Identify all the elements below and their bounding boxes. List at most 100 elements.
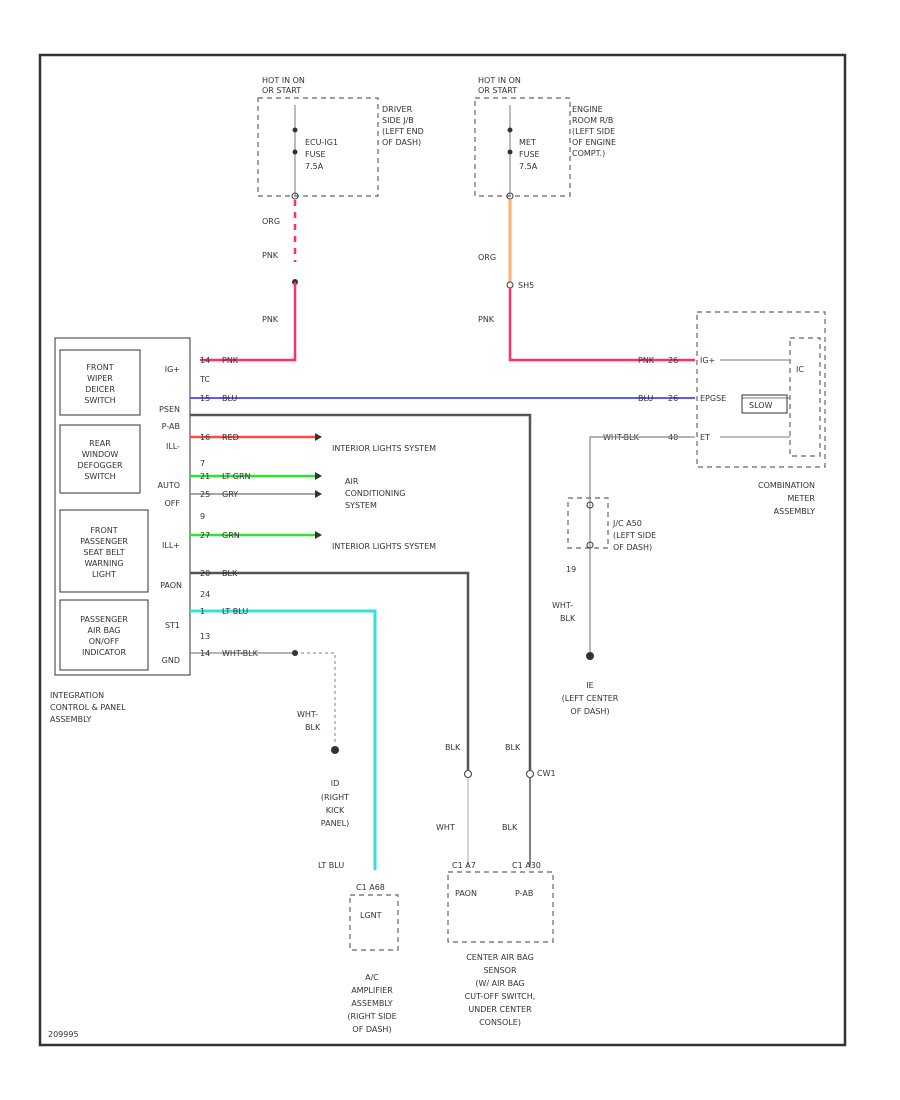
fuse-1-bottom-terminal [292,149,298,155]
circuit-whtblk-pin: 14 [200,649,210,658]
pin-num-paon: 24 [200,590,210,599]
icp-switch-front-wiper [59,349,141,416]
meter-wire-color-1: PNK [638,356,655,365]
diagram-id: 209995 [48,1030,79,1039]
fuse-box-2: HOT IN ON OR START MET FUSE 7.5A ENGINE … [474,76,616,200]
junction-jc-name-2: (LEFT SIDE [613,531,656,540]
ground-id-name: ID [331,779,340,788]
fuse-2-top-terminal [507,127,513,133]
ac-amp-name-1: A/C [365,973,379,982]
icp-airbag-indicator [59,599,149,671]
dest-ac-3: SYSTEM [345,501,377,510]
icp-seatbelt-light [59,509,149,593]
icp-name-1: INTEGRATION [50,691,104,700]
ac-amp-name-5: OF DASH) [352,1025,391,1034]
meter-name-1: COMBINATION [758,481,815,490]
wire-right-label-2: PNK [478,315,495,324]
circuit-ltblu-pin: 1 [200,607,205,616]
airbag-name-6: CONSOLE) [479,1018,521,1027]
rear-defog-l3: DEFOGGER [77,461,123,470]
ground-ie-loc-2: OF DASH) [570,707,609,716]
blk-label-1: BLK [445,743,461,752]
pin-off: OFF [165,499,181,508]
airbag-conn-r: C1 A30 [512,861,541,870]
gnd-id-wire-2: BLK [305,723,321,732]
circuit-blu-color: BLU [222,394,238,403]
meter-slow-indicator [741,394,788,414]
fuse-2-name: MET [519,138,536,147]
right-feed-splice [506,281,514,289]
circuit-gry-pin: 25 [200,490,210,499]
ac-amp-name-2: AMPLIFIER [351,986,393,995]
icp-switch-rear-defogger [59,424,141,494]
circuit-red-pin: 16 [200,433,210,442]
airbag-ind-l1: PASSENGER [80,615,128,624]
pin-num-off: 9 [200,512,205,521]
fuse-1-rating: 7.5A [305,162,324,171]
combination-meter: IG+ EPGSE ET 26 26 40 PNK BLU WHT-BLK IC… [603,311,826,516]
pin-ill-plus: ILL+ [162,541,180,550]
meter-slow-label: SLOW [749,401,773,410]
fuse-2-rating: 7.5A [519,162,538,171]
airbag-name-2: SENSOR [483,966,516,975]
airbag-ind-l4: INDICATOR [82,648,126,657]
fuse-box-2-connector [506,192,514,200]
gnd-id-splice [292,650,298,656]
junction-jc-name-1: J/C A50 [612,519,642,528]
fuse-2-bottom-terminal [507,149,513,155]
dest-ac-1: AIR [345,477,359,486]
circuit-ltgrn-color: LT GRN [222,472,251,481]
fuse-box-2-outline [474,97,571,197]
circuit-pnk-color: PNK [222,356,239,365]
circuit-blu-pin: 15 [200,394,210,403]
dest-interior-1: INTERIOR LIGHTS SYSTEM [332,444,436,453]
arrow-ac-2 [315,490,322,498]
splice-cw1 [463,769,473,779]
wire-left-pnk [200,282,297,362]
meter-name-3: ASSEMBLY [774,507,815,516]
wire-blk-pab [190,413,532,770]
ac-amp-wire: LT BLU [318,861,344,870]
fuse-box-2-location-1: ENGINE [572,105,603,114]
wire-left-label-1: ORG [262,217,280,226]
fuse-box-1-connector [291,192,299,200]
fuse-box-2-location-2: ROOM R/B [572,116,613,125]
circuit-red-color: RED [222,433,239,442]
ground-ie-loc-1: (LEFT CENTER [562,694,619,703]
fuse-box-2-location-4: OF ENGINE [572,138,616,147]
fuse-box-1-location-4: OF DASH) [382,138,421,147]
airbag-pin-pab: P-AB [515,889,533,898]
blk-label-2: BLK [505,743,521,752]
ground-ie-name: IE [586,681,593,690]
integration-control-panel: FRONT WIPER DEICER SWITCH REAR WINDOW DE… [50,337,210,724]
airbag-ind-l3: ON/OFF [89,637,120,646]
wire-right-pnk [508,288,695,362]
front-wiper-l3: DEICER [85,385,115,394]
fuse-box-2-header-1: HOT IN ON [478,76,521,85]
ac-amp-name-4: (RIGHT SIDE [347,1012,396,1021]
meter-pin-epgse: EPGSE [700,394,726,403]
airbag-name-1: CENTER AIR BAG [466,953,534,962]
diagram-frame [38,53,847,1047]
pin-psen: PSEN [159,405,180,414]
junction-jc-pin: 19 [566,565,576,574]
fuse-box-2-location-5: COMPT.) [572,149,605,158]
ac-amp-connector: C1 A68 [356,883,385,892]
fuse-box-1-outline [257,97,379,197]
meter-ic-box [789,337,821,457]
pin-num-ill: 7 [200,459,205,468]
pin-ill-minus: ILL- [166,442,180,451]
front-wiper-l1: FRONT [86,363,113,372]
fuse-box-2-header-2: OR START [478,86,517,95]
ground-id-loc-1: (RIGHT [321,793,349,802]
icp-name-2: CONTROL & PANEL [50,703,126,712]
seatbelt-l5: LIGHT [92,570,116,579]
pin-gnd: GND [162,656,180,665]
icp-name-3: ASSEMBLY [50,715,91,724]
circuit-ltgrn-pin: 21 [200,472,210,481]
meter-ic-label: IC [796,365,804,374]
ground-id-symbol [331,746,339,754]
splice-2-id: CW1 [537,769,556,778]
junction-jc-bottom [586,541,594,549]
